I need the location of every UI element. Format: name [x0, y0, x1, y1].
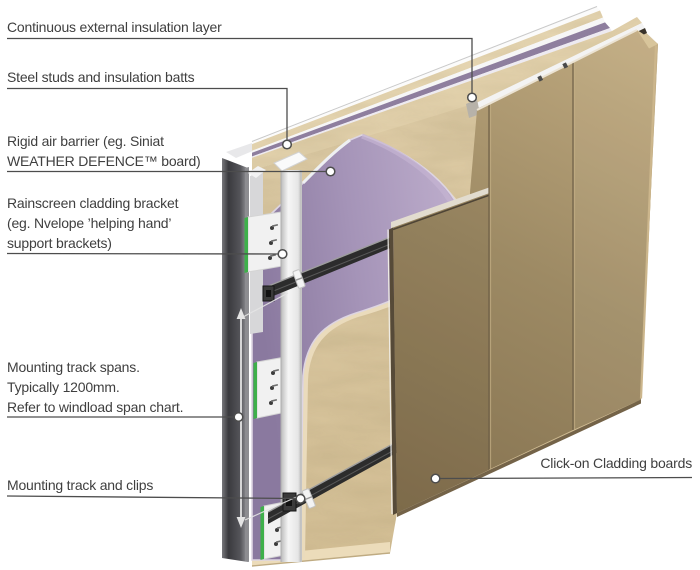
leader-dot: [295, 493, 306, 504]
label-cladding: Click-on Cladding boards: [540, 455, 692, 471]
leader-insulation-layer: [7, 37, 473, 93]
cladding-panel: [393, 193, 489, 514]
air-barrier-top-strip: [252, 22, 610, 157]
leader-dot: [325, 166, 336, 177]
leader-cladding: [439, 476, 693, 480]
leader-dot: [233, 411, 244, 423]
cladding-panel-lip: [391, 187, 489, 229]
cladding-seams: [488, 61, 576, 470]
leader-dot: [466, 92, 478, 103]
leader-bracket: [6, 252, 279, 255]
label-air-barrier: Rigid air barrier (eg. Siniat WEATHER DE…: [7, 133, 201, 169]
cavity-bracket-bit: [466, 99, 480, 118]
label-steel-studs: Steel studs and insulation batts: [7, 69, 195, 85]
track-clip: [301, 488, 316, 509]
leader-dots: [233, 92, 478, 504]
leader-steel-studs: [7, 87, 288, 140]
rail-top-flange: [273, 151, 308, 172]
label-track-spans: Mounting track spans. Typically 1200mm. …: [7, 359, 184, 415]
track-clip: [292, 269, 306, 289]
label-track-clips: Mounting track and clips: [7, 477, 154, 493]
rainscreen-bracket: [244, 210, 289, 273]
leader-dot: [430, 473, 441, 484]
bracket-thermal-isolator: [244, 217, 248, 273]
leader-dot: [277, 248, 288, 260]
cladding-panel: [573, 30, 658, 430]
cavity-rail-highlight: [476, 23, 645, 108]
wall-top-layers: [251, 6, 647, 170]
leader-dot: [281, 139, 293, 150]
cladding-left-edge: [389, 227, 397, 515]
stud-track-edge: [252, 17, 605, 153]
top-rail-edge-back: [252, 7, 600, 145]
cladding-panel: [470, 62, 573, 479]
leader-track-clips: [6, 495, 296, 500]
label-insulation-layer: Continuous external insulation layer: [7, 19, 222, 35]
bracket-screws: [268, 223, 279, 260]
label-bracket: Rainscreen cladding bracket (eg. Nvelope…: [7, 195, 179, 251]
leader-lines: [6, 37, 693, 500]
cladding-boards: [387, 29, 658, 517]
mounting-track-top: [262, 235, 394, 302]
cladding-bottom-edge: [397, 399, 641, 517]
